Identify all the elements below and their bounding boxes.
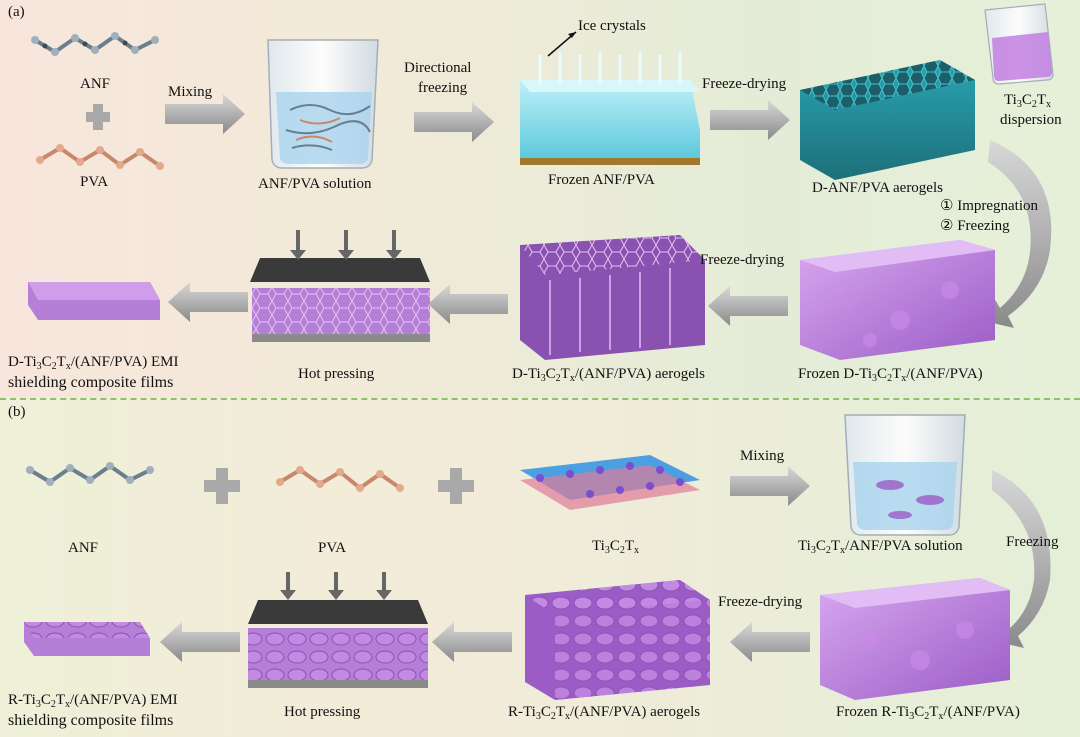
frozen-anf-pva-block [520, 31, 700, 165]
arrow-directional-freezing [414, 102, 494, 142]
arrow-freeze-drying-1 [710, 100, 790, 140]
label-frozen-d-mxene: Frozen D-Ti3C2Tx/(ANF/PVA) [798, 366, 983, 384]
panel-divider [0, 398, 1080, 400]
label-mxene-solution: Ti3C2Tx/ANF/PVA solution [798, 538, 963, 556]
r-mxene-film [24, 622, 150, 656]
label-freezing-step: ② Freezing [940, 218, 1010, 234]
label-frozen-anf-pva: Frozen ANF/PVA [548, 172, 655, 188]
label-dispersion: dispersion [1000, 112, 1062, 128]
label-ice-crystals: Ice crystals [578, 18, 646, 34]
d-mxene-aerogel [520, 235, 705, 360]
arrow-curved-freezing [992, 470, 1051, 648]
plus-b1-icon [204, 468, 240, 504]
arrow-freeze-drying-b [730, 622, 810, 662]
d-mxene-film [28, 282, 160, 320]
plus-b2-icon [438, 468, 474, 504]
label-freezing-b: Freezing [1006, 534, 1059, 550]
anf-molecule-b-icon [26, 462, 154, 486]
arrow-to-hot-pressing-a [428, 284, 508, 324]
d-anf-pva-aerogel [800, 60, 975, 180]
label-freezing: freezing [418, 80, 468, 96]
mxene-dispersion-beaker-icon [984, 3, 1054, 85]
beaker-anf-pva-icon [267, 39, 379, 169]
label-anf-b: ANF [68, 540, 99, 556]
hot-press-b [248, 572, 428, 688]
arrow-to-film-b [160, 622, 240, 662]
arrow-to-film-a [168, 282, 248, 322]
label-hot-pressing-b: Hot pressing [284, 704, 361, 720]
label-d-film-line2: shielding composite films [8, 374, 174, 391]
arrow-freeze-drying-2 [708, 286, 788, 326]
label-mixing-b: Mixing [740, 448, 785, 464]
mxene-lattice-icon [520, 455, 700, 510]
label-r-film-line2: shielding composite films [8, 712, 174, 729]
label-d-anf-pva-aerogels: D-ANF/PVA aerogels [812, 180, 943, 196]
hot-press-a [250, 230, 430, 342]
label-freeze-drying-2: Freeze-drying [700, 252, 785, 268]
arrow-to-hot-pressing-b [432, 622, 512, 662]
label-frozen-r-mxene: Frozen R-Ti3C2Tx/(ANF/PVA) [836, 704, 1020, 722]
frozen-d-mxene-block [800, 240, 995, 360]
plus-icon [86, 104, 110, 130]
label-mixing: Mixing [168, 84, 213, 100]
label-freeze-drying-1: Freeze-drying [702, 76, 787, 92]
label-impregnation: ① Impregnation [940, 198, 1039, 214]
pva-molecule-b-icon [276, 466, 404, 492]
beaker-mxene-solution-icon [844, 414, 966, 536]
anf-molecule-icon [31, 32, 159, 56]
label-d-mxene-aerogels: D-Ti3C2Tx/(ANF/PVA) aerogels [512, 366, 705, 384]
frozen-r-mxene-block [820, 578, 1010, 700]
label-pva: PVA [80, 174, 109, 190]
label-mxene-b: Ti3C2Tx [592, 538, 639, 556]
label-freeze-drying-b: Freeze-drying [718, 594, 803, 610]
pva-molecule-icon [36, 144, 164, 170]
label-pva-b: PVA [318, 540, 347, 556]
panel-label-b: (b) [8, 404, 26, 420]
label-anf: ANF [80, 76, 111, 92]
label-directional: Directional [404, 60, 472, 76]
label-d-mxene-film: D-Ti3C2Tx/(ANF/PVA) EMI [8, 354, 179, 372]
arrow-mixing [165, 94, 245, 134]
label-hot-pressing-a: Hot pressing [298, 366, 375, 382]
arrow-mixing-b [730, 466, 810, 506]
arrow-curved-impregnation [988, 140, 1052, 328]
r-mxene-aerogel [525, 580, 710, 700]
label-mxene-formula: Ti3C2Tx [1004, 92, 1051, 110]
label-r-mxene-film: R-Ti3C2Tx/(ANF/PVA) EMI [8, 692, 178, 710]
label-anf-pva-solution: ANF/PVA solution [258, 176, 372, 192]
panel-label-a: (a) [8, 4, 25, 20]
label-r-mxene-aerogels: R-Ti3C2Tx/(ANF/PVA) aerogels [508, 704, 701, 722]
